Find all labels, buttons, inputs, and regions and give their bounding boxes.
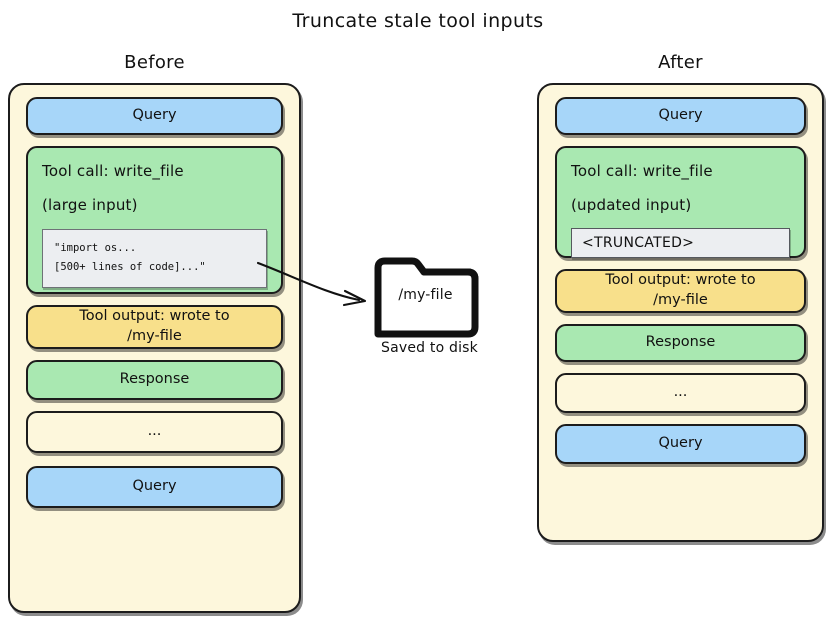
before-response-block: Response	[26, 360, 283, 400]
tool-call-title: Tool call: write_file	[42, 162, 184, 180]
block-label: Query	[658, 435, 703, 452]
column-heading-after: After	[658, 52, 703, 73]
before-ellipsis-block: ...	[26, 411, 283, 453]
after-context-panel: Query Tool call: write_file (updated inp…	[537, 83, 824, 542]
code-line: [500+ lines of code]..."	[54, 261, 206, 274]
after-query-block-bottom: Query	[555, 424, 806, 464]
code-line: "import os...	[54, 241, 137, 254]
block-label: ...	[147, 423, 162, 440]
block-label: Query	[658, 107, 703, 124]
before-context-panel: Query Tool call: write_file (large input…	[8, 83, 301, 613]
tool-call-input-note: (large input)	[42, 196, 138, 215]
folder-icon	[374, 257, 479, 338]
tool-output-line-2: /my-file	[653, 292, 708, 308]
tool-output-line-1: Tool output: wrote to	[605, 272, 756, 289]
before-tool-call-block: Tool call: write_file (large input) "imp…	[26, 146, 283, 294]
page-title: Truncate stale tool inputs	[292, 10, 544, 32]
folder-caption: Saved to disk	[381, 340, 478, 356]
after-response-block: Response	[555, 324, 806, 362]
after-tool-output-block: Tool output: wrote to /my-file	[555, 269, 806, 313]
before-query-block-bottom: Query	[26, 466, 283, 508]
tool-output-line-2: /my-file	[127, 328, 182, 344]
after-query-block-top: Query	[555, 97, 806, 135]
block-label: ...	[673, 384, 688, 401]
truncated-input-box: <TRUNCATED>	[571, 227, 790, 259]
block-label: Query	[132, 107, 177, 124]
after-tool-call-block: Tool call: write_file (updated input) <T…	[555, 146, 806, 259]
curved-arrow-icon	[256, 261, 367, 307]
before-tool-output-block: Tool output: wrote to /my-file	[26, 305, 283, 349]
folder-group: /my-file	[368, 256, 488, 356]
tool-call-code-box: "import os... [500+ lines of code]..."	[42, 228, 267, 289]
block-label: Response	[119, 371, 190, 388]
folder-name-label: /my-file	[398, 287, 453, 303]
tool-call-title: Tool call: write_file	[571, 162, 713, 180]
before-query-block-top: Query	[26, 97, 283, 135]
column-heading-before: Before	[124, 52, 185, 73]
after-ellipsis-block: ...	[555, 373, 806, 413]
block-label: Response	[645, 334, 716, 351]
block-label: Query	[132, 478, 177, 495]
tool-call-input-note: (updated input)	[571, 196, 692, 215]
tool-output-line-1: Tool output: wrote to	[79, 308, 230, 325]
